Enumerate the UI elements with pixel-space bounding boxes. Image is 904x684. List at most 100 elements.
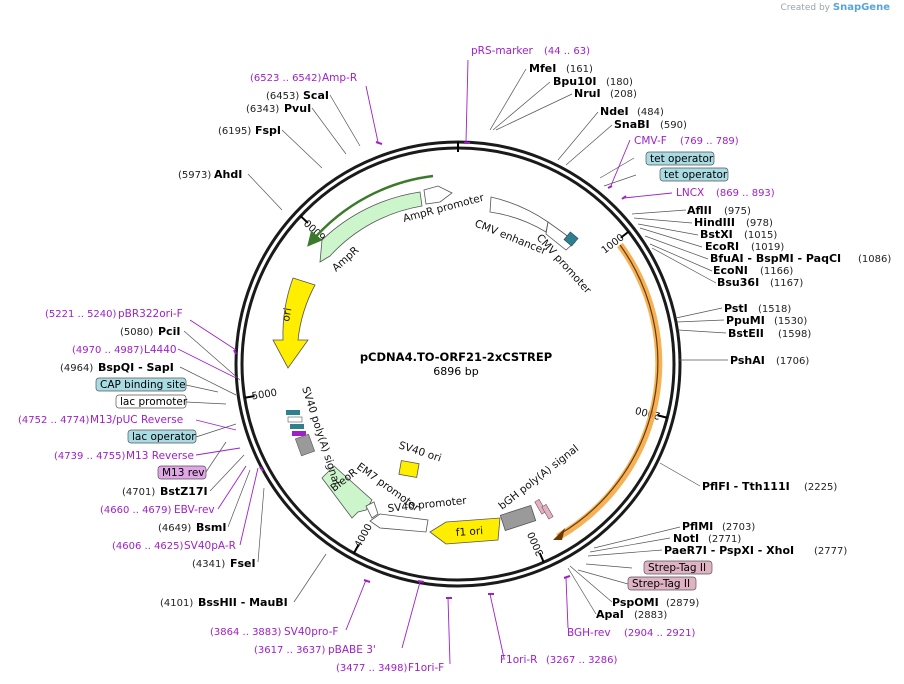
tick-3000	[538, 552, 545, 563]
site-bsteii-pos: (1598)	[778, 329, 811, 340]
cap-binding-box	[95, 377, 187, 392]
bleor-arrow	[321, 465, 373, 519]
primer-pbr322-pos: (5221 .. 5240)	[45, 309, 117, 320]
primer-cmvf: CMV-F	[634, 135, 667, 147]
feature-boxes: tet operator tet operator CAP binding si…	[95, 151, 729, 591]
site-apai-pos: (2883)	[634, 610, 667, 621]
m13-rev-mark	[292, 431, 306, 436]
site-scai-pos: (6453)	[266, 91, 299, 102]
primer-f1orif: F1ori-F	[408, 662, 444, 674]
site-snabi: SnaBI	[614, 118, 650, 131]
primer-f1orif-pos: (3477 .. 3498)	[336, 663, 408, 674]
strep-tag-mark-1	[534, 499, 547, 515]
ampr-backbone-arc	[307, 174, 434, 247]
lac-promoter-mark	[287, 416, 303, 423]
lac-operator-mark	[290, 424, 304, 429]
strep-tag-box-2	[627, 576, 697, 591]
site-bpu10i-pos: (180)	[606, 77, 633, 88]
lac-operator-box	[127, 429, 197, 444]
site-bfuai-pos: (1086)	[858, 254, 891, 265]
ampr-promoter-arrow	[423, 185, 453, 205]
site-apai: ApaI	[596, 608, 624, 621]
primer-f1orir-pos: (3267 .. 3286)	[546, 655, 618, 666]
tet-operator-box-1	[645, 151, 715, 166]
site-ppumi: PpuMI	[726, 314, 765, 327]
primer-lncx: LNCX	[676, 187, 704, 199]
snapgene-logo: SnapGene	[832, 2, 890, 13]
site-bstz17i: BstZ17I	[160, 485, 208, 498]
primer-labels: pRS-marker (44 .. 63) (6523 .. 6542) Amp…	[18, 45, 775, 674]
cap-site-mark	[286, 410, 300, 415]
site-ahdi: AhdI	[214, 168, 242, 181]
tet-operator-box-2	[659, 167, 729, 182]
strep-tag-label-1: Strep-Tag II	[648, 562, 706, 574]
credit-prefix: Created by	[780, 3, 830, 13]
primer-m13rev-pos: (4739 .. 4755)	[54, 451, 126, 462]
site-psti-pos: (1518)	[758, 304, 791, 315]
site-mfei-pos: (161)	[566, 64, 593, 75]
site-bstxi-pos: (1015)	[744, 230, 777, 241]
site-psti: PstI	[724, 302, 748, 315]
site-paer7i-pos: (2777)	[814, 546, 847, 557]
site-econi-pos: (1166)	[760, 266, 793, 277]
sites-left: (6453) ScaI (6343) PvuI (6195) FspI (597…	[60, 89, 329, 609]
tick-label-5000: 5000	[251, 388, 278, 403]
strep-tag-box-1	[643, 560, 713, 575]
ori-label: ori	[280, 307, 294, 323]
site-bpu10i: Bpu10I	[553, 75, 597, 88]
sites-right: MfeI (161) Bpu10I (180) NruI (208) NdeI …	[529, 62, 891, 621]
site-noti: NotI	[673, 532, 699, 545]
site-aflii-pos: (975)	[724, 206, 751, 217]
site-pspomi-pos: (2879)	[666, 598, 699, 609]
site-bsteii: BstEII	[728, 327, 764, 340]
lac-promoter-label: lac promoter	[120, 396, 188, 408]
site-bsshii-pos: (4101)	[160, 598, 193, 609]
site-bstxi: BstXI	[700, 228, 733, 241]
tet-operator-label-2: tet operator	[664, 169, 728, 181]
m13-rev-label: M13 rev	[162, 467, 205, 479]
insert-arc-line	[559, 244, 659, 535]
primer-pbr322: pBR322ori-F	[118, 308, 183, 320]
tet-operator-label-1: tet operator	[650, 153, 714, 165]
site-hindiii: HindIII	[694, 216, 735, 229]
site-pvui: PvuI	[284, 102, 311, 115]
tick-1000	[620, 230, 630, 239]
site-pshai-pos: (1706)	[776, 356, 809, 367]
primer-pbabe: pBABE 3'	[328, 644, 376, 656]
site-pflfi-pos: (2225)	[804, 482, 837, 493]
site-bspqi: BspQI - SapI	[98, 361, 174, 374]
primer-f1orir: F1ori-R	[500, 654, 537, 666]
tick-label-4000: 4000	[353, 522, 375, 550]
m13-rev-box	[157, 465, 207, 480]
site-hindiii-pos: (978)	[746, 218, 773, 229]
f1-ori-label: f1 ori	[455, 525, 483, 539]
site-bsu36i-pos: (1167)	[770, 278, 803, 289]
site-bstz17i-pos: (4701)	[122, 487, 155, 498]
site-bsshii: BssHII - MauBI	[198, 596, 288, 609]
lac-operator-label: lac operator	[132, 431, 196, 443]
tick-5000	[244, 395, 255, 399]
f1-ori-arrow	[429, 517, 501, 545]
site-fsei: FseI	[230, 557, 256, 570]
site-paer7i: PaeR7I - PspXI - XhoI	[664, 544, 794, 557]
tick-4000	[353, 544, 360, 554]
ori-arrow	[272, 277, 316, 369]
site-econi: EcoNI	[713, 264, 748, 277]
site-pcii-pos: (5080)	[120, 327, 153, 338]
primer-prs-marker-pos: (44 .. 63)	[544, 46, 590, 57]
primer-sv40par: SV40pA-R	[184, 540, 236, 552]
site-bfuai: BfuAI - BspMI - PaqCI	[710, 252, 841, 265]
strep-tag-label-2: Strep-Tag II	[632, 578, 690, 590]
site-fsei-pos: (4341)	[192, 559, 225, 570]
primer-ebvrev-pos: (4660 .. 4679)	[100, 505, 172, 516]
sv40-polya-mark	[294, 433, 316, 457]
primer-lncx-pos: (869 .. 893)	[716, 188, 775, 199]
cap-binding-label: CAP binding site	[100, 379, 186, 391]
site-bspqi-pos: (4964)	[60, 363, 93, 374]
site-pshai: PshAI	[730, 354, 765, 367]
primer-l4440-pos: (4970 .. 4987)	[72, 345, 144, 356]
ampr-arrow	[319, 191, 423, 263]
snapgene-credit: Created by SnapGene	[780, 2, 890, 13]
site-ndei: NdeI	[600, 105, 629, 118]
site-pflfi: PflFI - Tth111I	[702, 480, 790, 493]
